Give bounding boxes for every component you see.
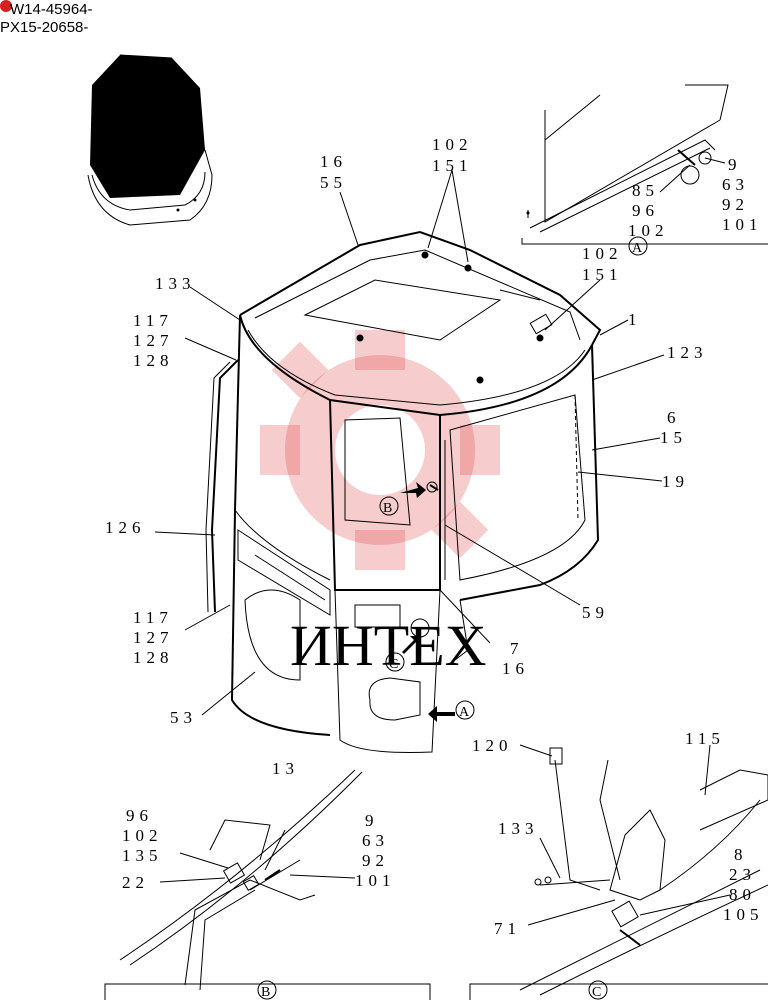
- label-53: 53: [170, 708, 197, 727]
- label-16: 16: [320, 152, 347, 171]
- view-marker-a-detail: A: [628, 236, 648, 256]
- view-marker-c-detail: C: [588, 980, 608, 1000]
- label-126: 126: [105, 518, 146, 537]
- label-128: 128: [133, 351, 174, 370]
- label-120-c: 120: [472, 736, 513, 755]
- svg-text:C: C: [389, 657, 398, 672]
- label-128-bot: 128: [133, 648, 174, 667]
- label-133: 133: [155, 274, 196, 293]
- label-135-b: 135: [122, 846, 163, 865]
- label-71-c: 71: [494, 919, 521, 938]
- label-151-mid: 151: [582, 265, 623, 284]
- view-marker-c-main: C: [385, 652, 405, 672]
- detail-c-view: [469, 744, 768, 1000]
- label-9-b: 9: [365, 811, 379, 830]
- svg-text:B: B: [261, 985, 270, 1000]
- label-23-c: 23: [729, 865, 756, 884]
- label-55: 55: [320, 173, 347, 192]
- label-133-c: 133: [498, 819, 539, 838]
- label-13-b: 13: [272, 759, 299, 778]
- label-101-b: 101: [355, 871, 396, 890]
- label-101-a: 101: [722, 215, 763, 234]
- label-127: 127: [133, 331, 174, 350]
- cab-assembly: [205, 230, 602, 753]
- label-9-a: 9: [728, 155, 742, 174]
- label-117: 117: [133, 311, 173, 330]
- label-59: 59: [582, 603, 609, 622]
- callout-labels-detail-a: 9 63 92 85 96 102 101: [628, 155, 763, 240]
- label-85-a: 85: [632, 181, 659, 200]
- label-102-b: 102: [122, 826, 163, 845]
- label-19: 19: [662, 472, 689, 491]
- label-127-bot: 127: [133, 628, 174, 647]
- serial-number-1: W14-45964-: [10, 1, 93, 18]
- label-16-bot: 16: [502, 659, 529, 678]
- revision-badge-icon: [0, 0, 12, 12]
- label-6: 6: [667, 408, 681, 427]
- watermark-logo: [260, 330, 500, 570]
- label-96-a: 96: [632, 201, 659, 220]
- serial-number-2: PX15-20658-: [0, 19, 88, 36]
- label-102-mid: 102: [582, 244, 623, 263]
- label-123: 123: [667, 343, 708, 362]
- label-117-bot: 117: [133, 608, 173, 627]
- label-102-a: 102: [628, 221, 669, 240]
- label-92-a: 92: [722, 195, 749, 214]
- svg-text:B: B: [383, 501, 392, 516]
- view-marker-a-main: A: [455, 700, 475, 720]
- label-115-c: 115: [685, 729, 725, 748]
- label-8-c: 8: [734, 845, 748, 864]
- label-1: 1: [628, 310, 642, 329]
- label-151: 151: [432, 156, 473, 175]
- cab-thumbnail: [87, 54, 213, 226]
- view-marker-b-detail: B: [257, 980, 277, 1000]
- label-92-b: 92: [362, 851, 389, 870]
- callout-labels-detail-c: 120 115 133 71 8 23 80 105: [472, 729, 764, 938]
- label-102: 102: [432, 135, 473, 154]
- label-105-c: 105: [723, 905, 764, 924]
- view-marker-b-main: B: [379, 496, 399, 516]
- label-80-c: 80: [729, 885, 756, 904]
- detail-b-view: [104, 769, 431, 1000]
- label-63-a: 63: [722, 175, 749, 194]
- detail-callout-arrows: [400, 482, 455, 722]
- leader-lines: [154, 157, 726, 716]
- svg-text:A: A: [632, 241, 643, 256]
- callout-labels-detail-b: 13 96 102 135 22 9 63 92 101: [122, 759, 396, 892]
- detail-a-view: [521, 84, 768, 245]
- label-96-b: 96: [126, 806, 153, 825]
- label-22-b: 22: [122, 873, 149, 892]
- svg-text:C: C: [592, 985, 601, 1000]
- watermark-text: ИНТЕХ: [290, 613, 487, 678]
- label-7: 7: [510, 639, 524, 658]
- callout-labels-main: 16 55 102 151 102 151 133 117 127 128 1 …: [105, 135, 708, 727]
- label-63-b: 63: [362, 831, 389, 850]
- svg-text:A: A: [459, 705, 470, 720]
- label-15: 15: [660, 428, 687, 447]
